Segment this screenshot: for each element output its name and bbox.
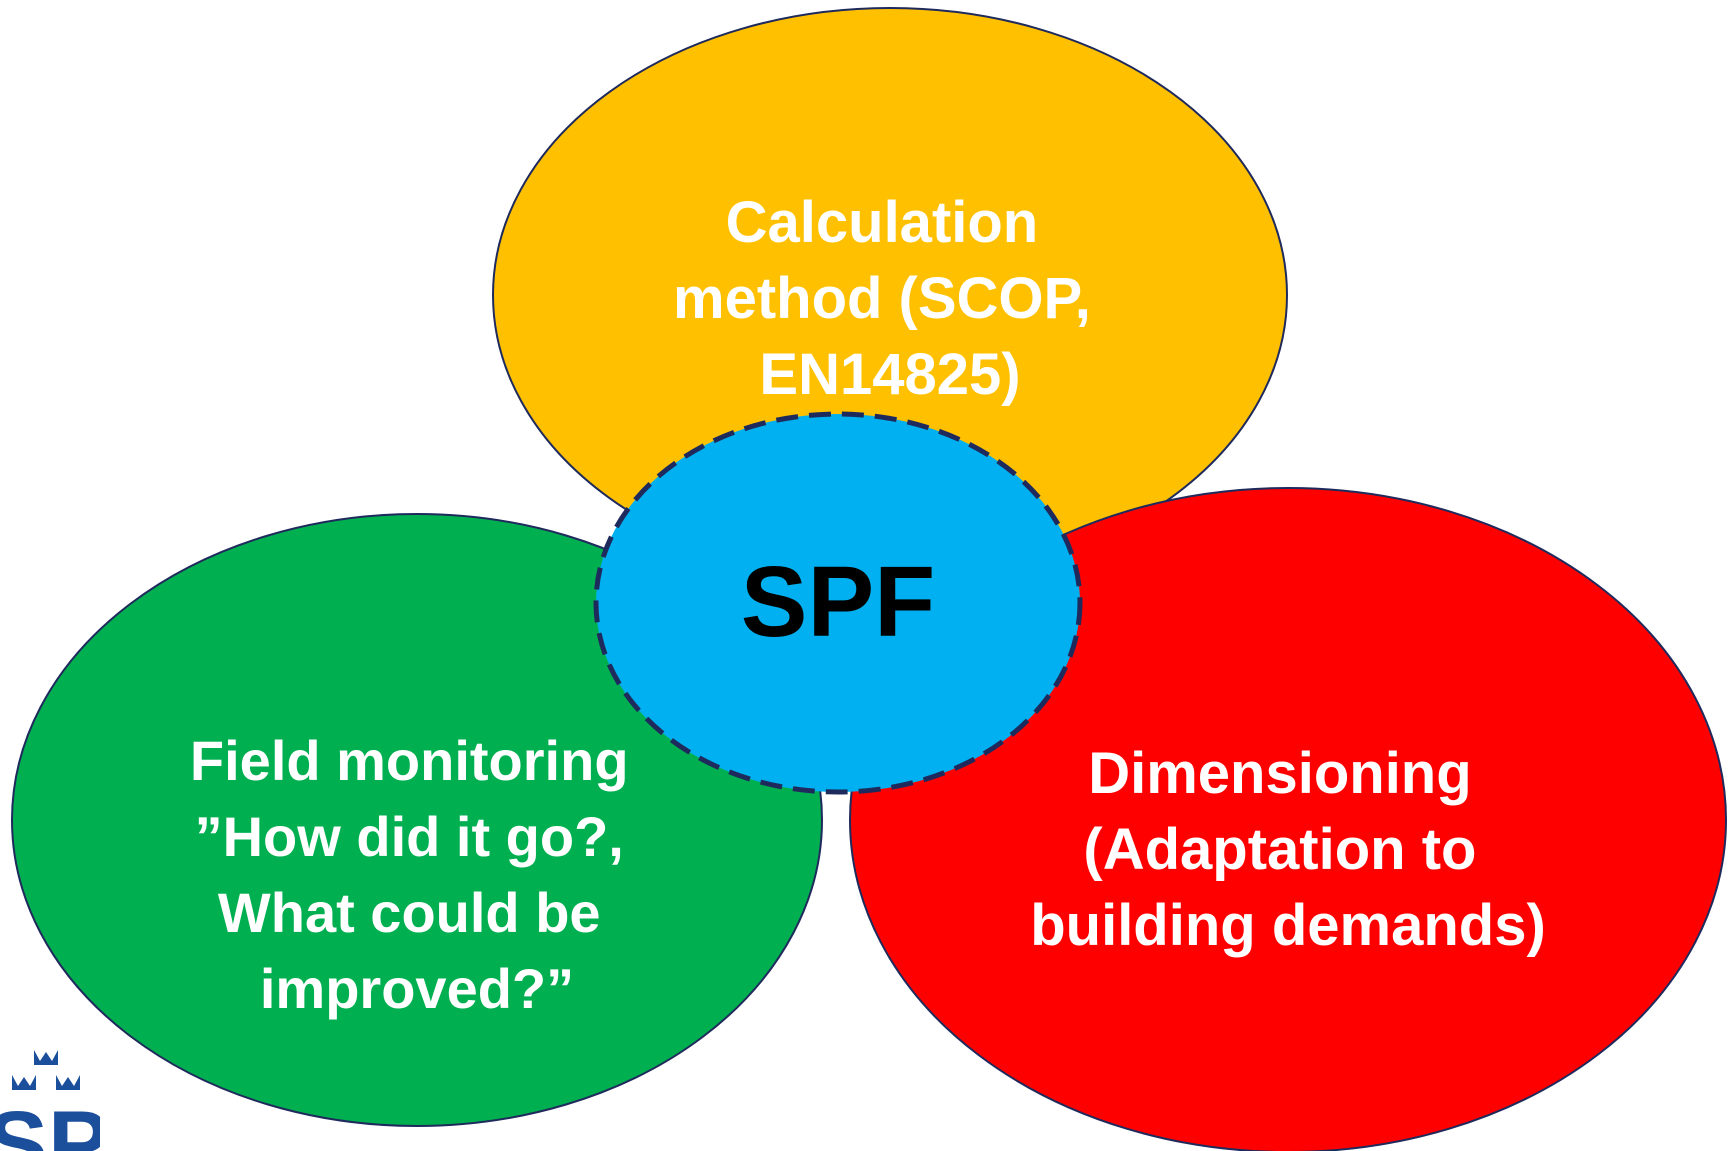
sp-logo: SP [0,1045,100,1151]
calculation-method-line: method (SCOP, [673,266,1091,331]
spf-label: SPF [741,546,935,658]
field-monitoring-line: ”How did it go?, [195,805,624,868]
calculation-method-label: Calculation method (SCOP, EN14825) [673,190,1107,407]
field-monitoring-label: Field monitoring ”How did it go?, What c… [190,729,644,1020]
three-crowns-icon [12,1050,80,1090]
dimensioning-label: Dimensioning (Adaptation to building dem… [1030,741,1546,958]
dimensioning-line: (Adaptation to [1083,817,1476,882]
calculation-method-line: EN14825) [759,342,1020,407]
dimensioning-line: Dimensioning [1088,741,1471,806]
field-monitoring-line: What could be [218,881,601,944]
calculation-method-line: Calculation [726,190,1039,255]
field-monitoring-line: improved?” [260,957,574,1020]
sp-logo-text: SP [0,1093,100,1151]
field-monitoring-line: Field monitoring [190,729,629,792]
dimensioning-line: building demands) [1030,893,1546,958]
spf-center-circle [593,411,1083,795]
